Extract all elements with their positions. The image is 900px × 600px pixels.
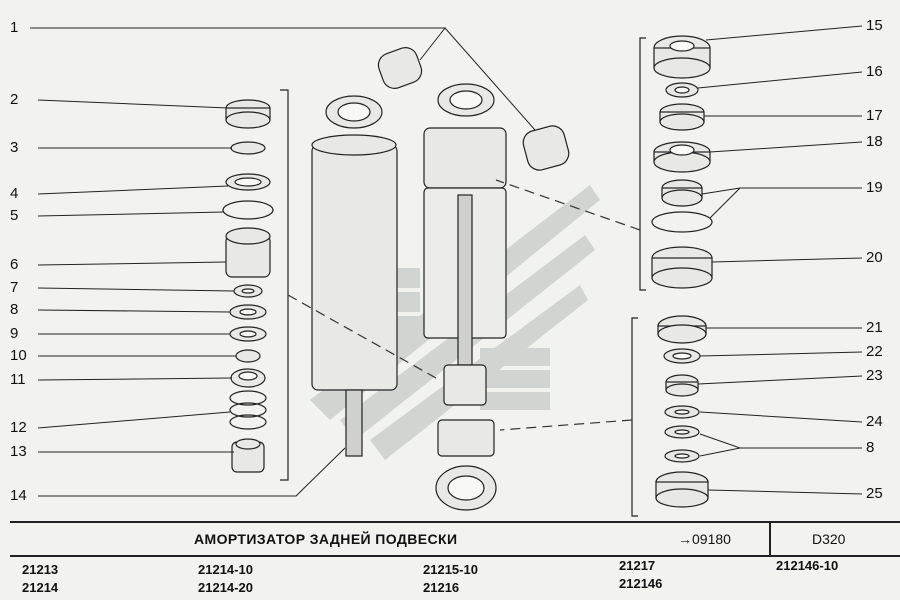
bracket-lines — [280, 37, 646, 517]
callout-20: 20 — [866, 249, 883, 266]
model-21217: 21217 — [619, 558, 656, 573]
callout-17: 17 — [866, 107, 883, 124]
callout-3: 3 — [10, 139, 19, 156]
callout-10: 10 — [10, 347, 27, 364]
callout-1: 1 — [10, 19, 19, 36]
page-title: АМОРТИЗАТОР ЗАДНЕЙ ПОДВЕСКИ — [194, 531, 458, 547]
footer-top-rule — [10, 521, 900, 523]
assembly-dashed-lines — [287, 179, 641, 431]
exploded-parts-diagram — [30, 25, 863, 517]
callout-4: 4 — [10, 185, 19, 202]
callout-16: 16 — [866, 63, 883, 80]
callout-25: 25 — [866, 485, 883, 502]
callout-22: 22 — [866, 343, 883, 360]
callout-15: 15 — [866, 17, 883, 34]
callout-19: 19 — [866, 179, 883, 196]
callout-2: 2 — [10, 91, 19, 108]
callout-9: 9 — [10, 325, 19, 342]
callout-24: 24 — [866, 413, 883, 430]
callout-11: 11 — [10, 371, 26, 388]
model-212146: 212146 — [619, 576, 663, 591]
model-212146-10: 212146-10 — [776, 558, 839, 573]
rubber-bushings — [377, 47, 570, 171]
shock-absorber-assembled — [311, 95, 398, 457]
reference-page: →09180 — [678, 531, 731, 547]
callout-13: 13 — [10, 443, 27, 460]
model-21215-10: 21215-10 — [423, 562, 478, 577]
model-21214-20: 21214-20 — [198, 580, 253, 595]
callout-6: 6 — [10, 256, 19, 273]
right-parts-stack — [651, 35, 713, 508]
model-21214: 21214 — [22, 580, 59, 595]
callout-8-right: 8 — [866, 439, 875, 456]
left-parts-stack — [222, 99, 274, 473]
callout-23: 23 — [866, 367, 883, 384]
footer-title-row: АМОРТИЗАТОР ЗАДНЕЙ ПОДВЕСКИ →09180 D320 — [0, 523, 900, 555]
diagram-code: D320 — [812, 531, 846, 547]
callout-7: 7 — [10, 279, 19, 296]
shock-absorber-exploded — [423, 83, 507, 511]
footer-divider — [769, 523, 771, 555]
callout-18: 18 — [866, 133, 883, 150]
model-21213: 21213 — [22, 562, 59, 577]
callout-8: 8 — [10, 301, 19, 318]
callout-5: 5 — [10, 207, 19, 224]
model-21214-10: 21214-10 — [198, 562, 253, 577]
callout-12: 12 — [10, 419, 27, 436]
callout-21: 21 — [866, 319, 883, 336]
footer-bottom-rule — [10, 555, 900, 557]
callout-14: 14 — [10, 487, 27, 504]
leader-lines — [30, 25, 863, 497]
model-21216: 21216 — [423, 580, 460, 595]
